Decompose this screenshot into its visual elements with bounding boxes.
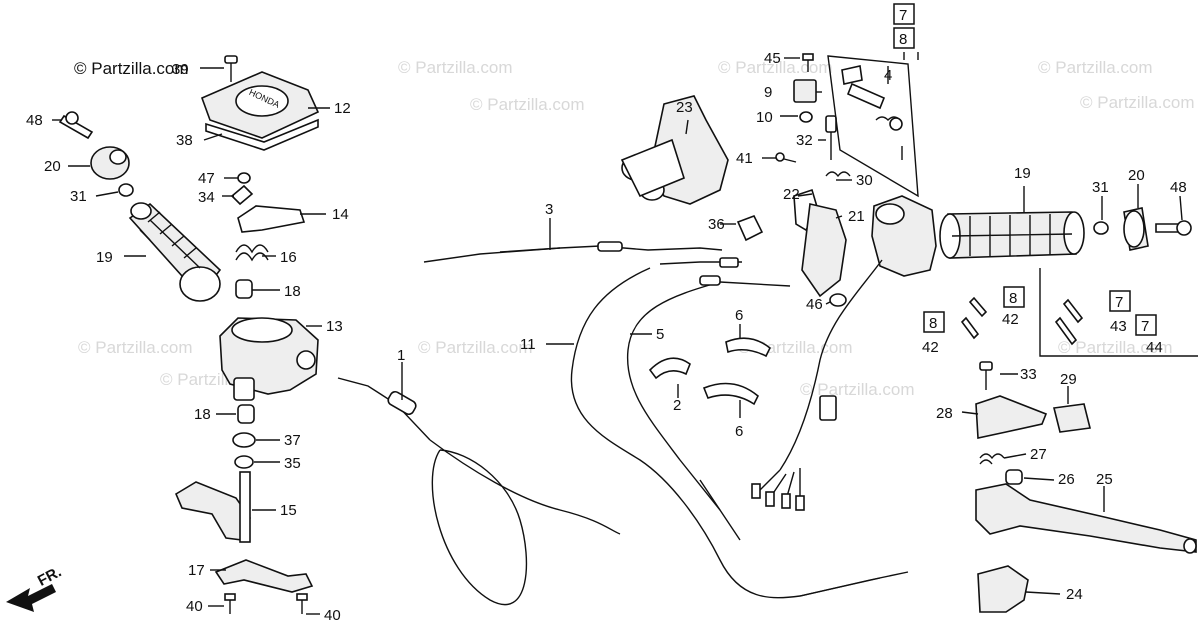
boxed-labels: 7 8 8 8 7 7 [893,3,1157,336]
callout-label: 40 [186,598,203,615]
switch-assembly [620,53,937,511]
callout-label: 31 [1092,179,1109,196]
callout-label: 19 [1014,165,1031,182]
watermark: © Partzilla.com [78,338,193,357]
callout-label: 15 [280,502,297,519]
callout-label: 44 [1146,339,1163,356]
watermark: © Partzilla.com [1058,338,1173,357]
watermark: © Partzilla.com [718,58,833,77]
callout-label: 19 [96,249,113,266]
callout-label: 18 [194,406,211,423]
callout-label: 30 [856,172,873,189]
callout-label: 11 [520,336,536,353]
callout-label: 42 [922,339,939,356]
callout-label: 29 [1060,371,1077,388]
callout-label: 32 [796,132,813,149]
watermark: © Partzilla.com [800,380,915,399]
boxed-label: 8 [899,31,907,48]
boxed-label: 7 [1141,318,1149,335]
callout-label: 22 [783,186,800,203]
callout-label: 35 [284,455,301,472]
callout-label: 34 [198,189,215,206]
right-grip-and-lever [939,207,1198,613]
callout-label: 38 [176,132,193,149]
callout-label: 5 [656,326,664,343]
callout-label: 46 [806,296,823,313]
callout-label: 12 [334,100,351,117]
callout-label: 47 [198,170,215,187]
callout-label: 9 [764,84,772,101]
watermark: © Partzilla.com [470,95,585,114]
watermark: © Partzilla.com [418,338,533,357]
callout-label: 40 [324,607,341,624]
callout-label: 23 [676,99,693,116]
direction-label: FR. [35,563,64,589]
front-direction-indicator: FR. [6,563,64,612]
callout-label: 14 [332,206,349,223]
callout-label: 10 [756,109,773,126]
callout-label: 20 [44,158,61,175]
callout-label: 43 [1110,318,1127,335]
callout-label: 26 [1058,471,1075,488]
callout-label: 6 [735,423,743,440]
callout-label: 6 [735,307,743,324]
callout-label: 21 [848,208,865,225]
callout-label: 33 [1020,366,1037,383]
callout-label: 37 [284,432,301,449]
watermark: © Partzilla.com [1080,93,1195,112]
arrow-icon [6,584,56,612]
watermark: © Partzilla.com [398,58,513,77]
callout-label: 16 [280,249,297,266]
callout-label: 18 [284,283,301,300]
callout-label: 28 [936,405,953,422]
boxed-label: 7 [899,7,907,24]
callout-label: 48 [1170,179,1187,196]
cables [337,241,909,606]
callout-label: 42 [1002,311,1019,328]
throttle-housing-assembly: HONDA [58,55,320,614]
callout-label: 27 [1030,446,1047,463]
callout-numbers: 1 2 3 4 5 6 6 9 10 11 12 13 14 15 16 17 … [26,50,1187,624]
callout-label: 1 [397,347,405,364]
callout-label: 24 [1066,586,1083,603]
cable-clips [648,337,772,406]
leader-lines [52,52,1183,615]
callout-label: 36 [708,216,725,233]
callout-label: 3 [545,201,553,218]
callout-label: 25 [1096,471,1113,488]
callout-label: 20 [1128,167,1145,184]
boxed-label: 8 [929,315,937,332]
callout-label: 48 [26,112,43,129]
callout-label: 13 [326,318,343,335]
callout-label: 17 [188,562,205,579]
watermark: © Partzilla.com [1038,58,1153,77]
boxed-label: 8 [1009,290,1017,307]
callout-label: 2 [673,397,681,414]
callout-label: 31 [70,188,87,205]
callout-label: 39 [172,61,189,78]
callout-label: 41 [736,150,753,167]
callout-label: 4 [884,67,892,84]
boxed-label: 7 [1115,294,1123,311]
copyright-text: © Partzilla.com [74,59,189,78]
callout-label: 45 [764,50,781,67]
